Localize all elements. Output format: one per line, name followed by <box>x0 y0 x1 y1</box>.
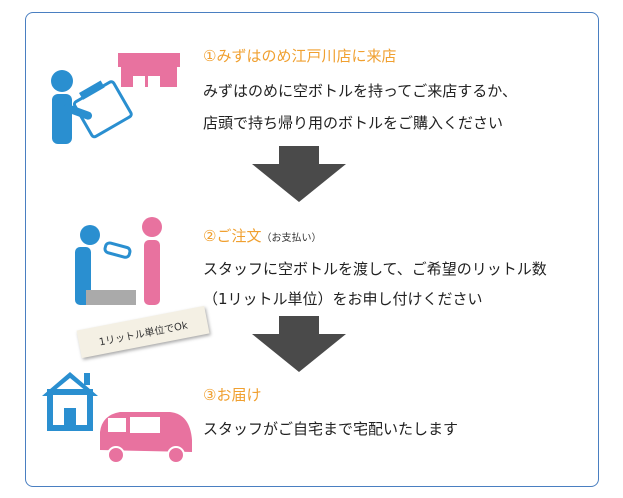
step2-note: （お支払い） <box>261 233 322 244</box>
step1-title: ①みずはのめ江戸川店に来店 <box>203 47 397 65</box>
staff-receiving-bottle-icon <box>75 217 162 305</box>
step1-line1: みずはのめに空ボトルを持ってご来店するか、 <box>203 82 517 100</box>
delivery-icon <box>42 372 192 464</box>
arrow-down-icon <box>252 146 346 202</box>
car-icon <box>100 412 192 464</box>
step2-title-text: ②ご注文 <box>203 227 262 245</box>
step3-line1: スタッフがご自宅まで宅配いたします <box>203 420 459 438</box>
step2-line1: スタッフに空ボトルを渡して、ご希望のリットル数 <box>203 260 547 278</box>
step2-line2: （1リットル単位）をお申し付けください <box>203 290 483 308</box>
step2-title: ②ご注文（お支払い） <box>203 225 321 246</box>
customer-carrying-bottle-icon <box>51 53 180 144</box>
house-icon <box>42 372 98 431</box>
arrow-down-icon <box>252 316 346 372</box>
step3-title: ③お届け <box>203 386 262 404</box>
steps-frame <box>25 12 599 487</box>
step1-line2: 店頭で持ち帰り用のボトルをご購入ください <box>203 114 504 132</box>
